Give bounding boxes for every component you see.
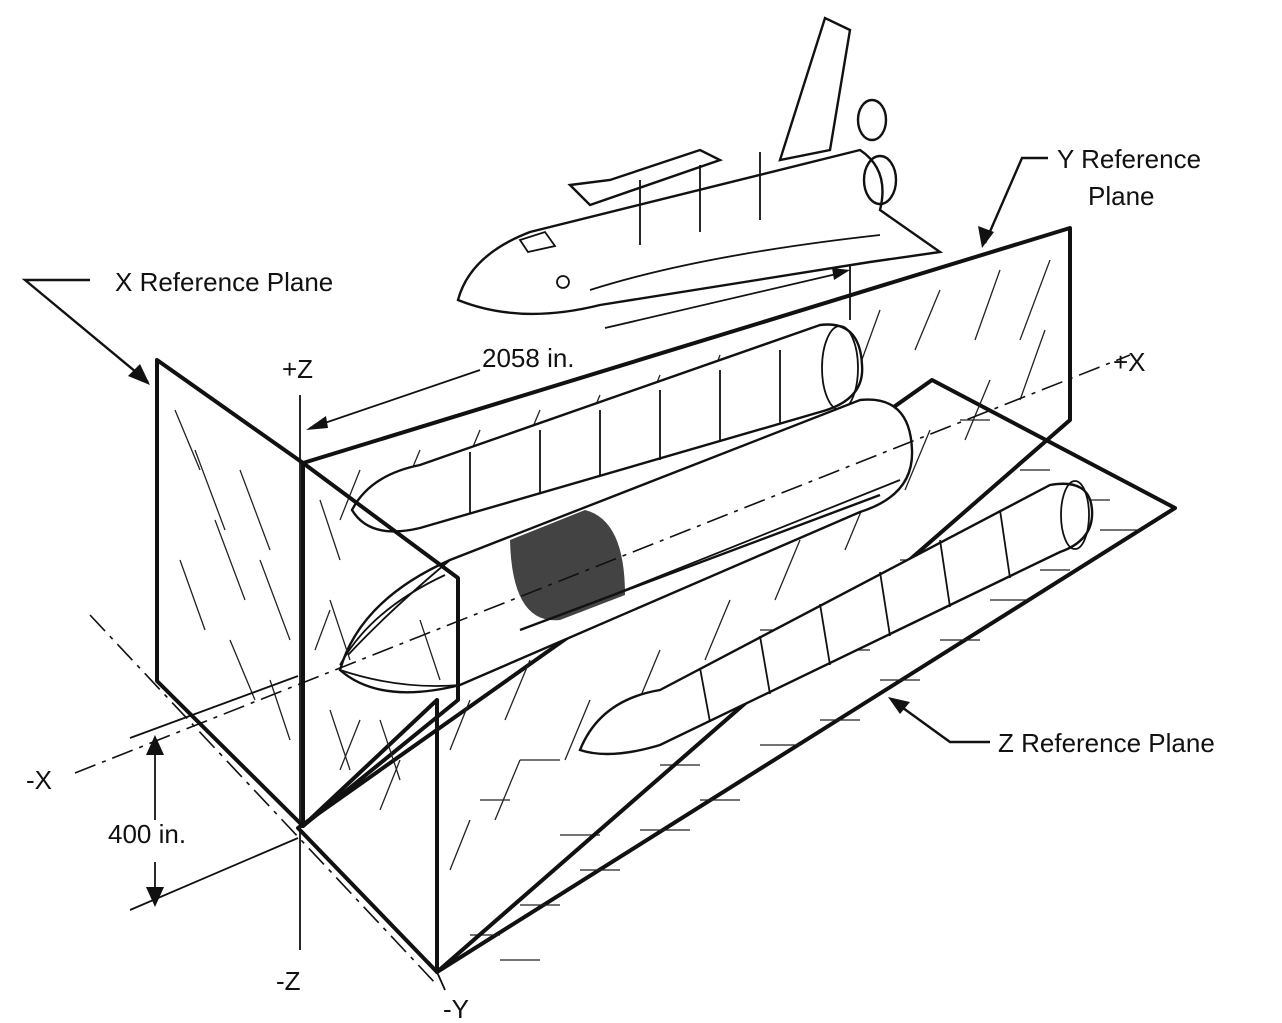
axis-pos-x-label: +X — [1113, 347, 1146, 377]
y-reference-plane-label-line1: Y Reference — [1057, 144, 1201, 174]
front-solid-rocket-booster — [578, 480, 1094, 756]
axis-neg-y-label: -Y — [443, 994, 469, 1023]
z-plane-leader — [888, 697, 990, 744]
axis-neg-z-label: -Z — [276, 966, 301, 996]
y-axis-line — [89, 614, 438, 986]
x-axis-line — [74, 354, 1131, 774]
dimension-height-label: 400 in. — [108, 819, 186, 849]
x-reference-plane — [155, 358, 460, 828]
axis-neg-x-label: -X — [26, 765, 52, 795]
y-plane-leader — [978, 156, 1048, 248]
intertank-ribbing — [510, 510, 625, 621]
dimension-400 — [129, 675, 299, 911]
x-plane-outline — [155, 358, 305, 828]
dimension-length-label: 2058 in. — [482, 343, 575, 373]
axes — [74, 354, 1131, 991]
y-reference-plane-label-line2: Plane — [1088, 181, 1155, 211]
dimension-2058 — [306, 265, 851, 430]
external-tank — [338, 398, 914, 694]
x-reference-plane-label: X Reference Plane — [115, 267, 333, 297]
space-shuttle-orbiter — [456, 16, 944, 316]
x-plane-leader — [21, 278, 150, 385]
axis-pos-z-label: +Z — [282, 354, 313, 384]
z-reference-plane-label: Z Reference Plane — [998, 728, 1215, 758]
x-plane-hatching — [174, 409, 441, 781]
